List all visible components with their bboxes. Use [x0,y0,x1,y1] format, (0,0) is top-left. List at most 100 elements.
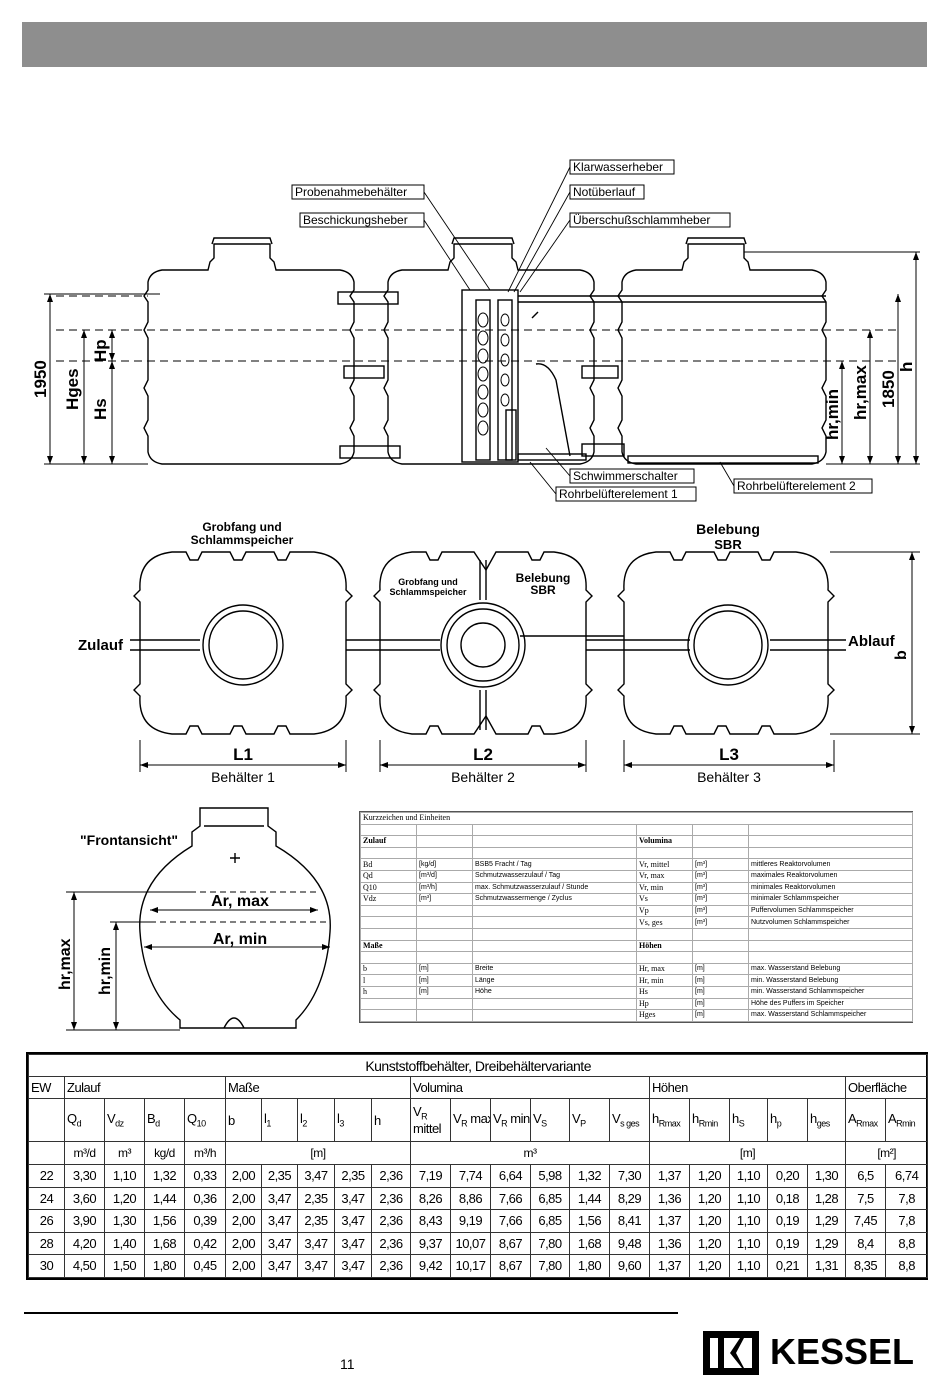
legend-cell: [m] [416,974,473,987]
table-cell: 8,26 [410,1186,451,1210]
group-zulauf: Zulauf [64,1076,226,1099]
table-cell: 3,30 [64,1164,105,1188]
table-cell: 6,64 [490,1164,531,1188]
table-cell: 3,90 [64,1209,105,1233]
plan-behaelter3: Behälter 3 [697,769,761,785]
legend-cell: Hp [636,997,693,1011]
legend-row: Hp[m]Höhe des Puffers im Speicher [360,997,914,1011]
legend-cell [416,997,473,1011]
legend-cell: [m] [692,985,749,999]
dim-hrmin: hr,min [823,389,842,440]
table-cell: 1,20 [689,1209,730,1233]
table-cell: 3,60 [64,1186,105,1210]
dim-hs: Hs [91,398,110,420]
legend-cell [416,916,473,929]
table-cell: 7,74 [450,1164,491,1188]
legend-cell: Hges [636,1009,693,1022]
plan-label2a-line1: Grobfang und [398,577,458,587]
table-cell: 2,36 [371,1231,411,1255]
table-cell: 8,41 [609,1209,650,1233]
table-cell: 0,20 [767,1164,808,1188]
table-cell: 7,8 [884,1209,929,1233]
legend-cell: Vs, ges [636,916,693,929]
legend-cell: [m³] [416,893,473,906]
group-ew: EW [28,1076,65,1099]
legend-cell [416,1009,473,1022]
dimension-table: Kunststoffbehälter, Dreibehältervariante… [26,1052,929,1280]
table-cell: 1,10 [729,1254,768,1278]
table-cell: 1,44 [569,1186,610,1210]
table-cell: 7,19 [410,1164,451,1188]
legend-cell: [m³] [692,904,749,918]
callout-probenahme: Probenahmebehälter [295,185,407,199]
callout-klarwasserheber: Klarwasserheber [573,160,663,174]
table-cell: 1,20 [689,1254,730,1278]
table-cell: 7,66 [490,1186,531,1210]
table-cell: 9,42 [410,1254,451,1278]
legend-row: Vp[m³]Puffervolumen Schlammspeicher [360,904,914,918]
table-cell: 1,10 [104,1164,145,1188]
table-cell: 7,45 [845,1209,886,1233]
table-cell: 7,80 [530,1231,570,1255]
table-cell: 3,47 [261,1186,298,1210]
legend-cell: [m³] [692,916,749,929]
plan-label3-line1: Belebung [696,521,760,537]
table-cell: 2,00 [225,1186,262,1210]
table-cell: 8,4 [845,1231,886,1255]
front-armin: Ar, min [213,931,267,948]
legend-section-hoehen: Höhen [636,939,693,953]
legend-cell: Puffervolumen Schlammspeicher [747,904,914,918]
plan-l1: L1 [233,745,253,764]
table-cell: 3,47 [334,1254,372,1278]
plan-behaelter1: Behälter 1 [211,769,275,785]
table-cell: 8,8 [884,1231,929,1255]
table-cell: 1,36 [649,1186,690,1210]
legend-cell [360,904,417,918]
legend-cell: Schmutzwasserzulauf / Tag [472,869,637,883]
dim-hp: Hp [91,339,110,362]
legend-cell: Länge [472,974,637,987]
table-cell: 0,33 [184,1164,226,1188]
plan-l3: L3 [719,745,739,764]
table-cell: 0,45 [184,1254,226,1278]
table-cell: 8,43 [410,1209,451,1233]
legend-cell: [m³] [692,881,749,895]
kessel-logo-icon [703,1331,759,1375]
header-bar [22,22,927,67]
dim-1950: 1950 [31,360,50,398]
table-cell: 2,35 [261,1164,298,1188]
legend-cell: [m³] [692,869,749,883]
legend-cell: minimales Reaktorvolumen [747,881,914,895]
table-cell: 0,21 [767,1254,808,1278]
table-cell: 2,36 [371,1164,411,1188]
callout-beschickung: Beschickungsheber [303,213,408,227]
table-cell: 1,29 [807,1231,846,1255]
callout-rohr1: Rohrbelüfterelement 1 [559,487,678,501]
table-cell: 22 [28,1164,65,1188]
table-cell: 7,66 [490,1209,531,1233]
legend-cell: l [360,974,417,987]
legend-cell [360,1009,417,1022]
table-cell: 0,42 [184,1231,226,1255]
brand-name: KESSEL [770,1331,915,1372]
legend-section-masse: Maße [360,939,417,953]
table-cell: 1,37 [649,1209,690,1233]
table-cell: 10,17 [450,1254,491,1278]
legend-cell: Höhe [472,985,637,999]
legend-cell [472,904,637,918]
table-cell: 1,80 [144,1254,185,1278]
legend-cell: max. Schmutzwasserzulauf / Stunde [472,881,637,895]
callout-rohr2: Rohrbelüfterelement 2 [737,479,856,493]
legend-cell [472,1009,637,1022]
legend-cell: min. Wasserstand Schlammspeicher [747,985,914,999]
unit-bd: kg/d [144,1141,185,1165]
table-cell: 7,80 [530,1254,570,1278]
table-cell: 7,5 [845,1186,886,1210]
table-cell: 4,50 [64,1254,105,1278]
table-cell: 1,30 [104,1209,145,1233]
table-cell: 1,56 [569,1209,610,1233]
